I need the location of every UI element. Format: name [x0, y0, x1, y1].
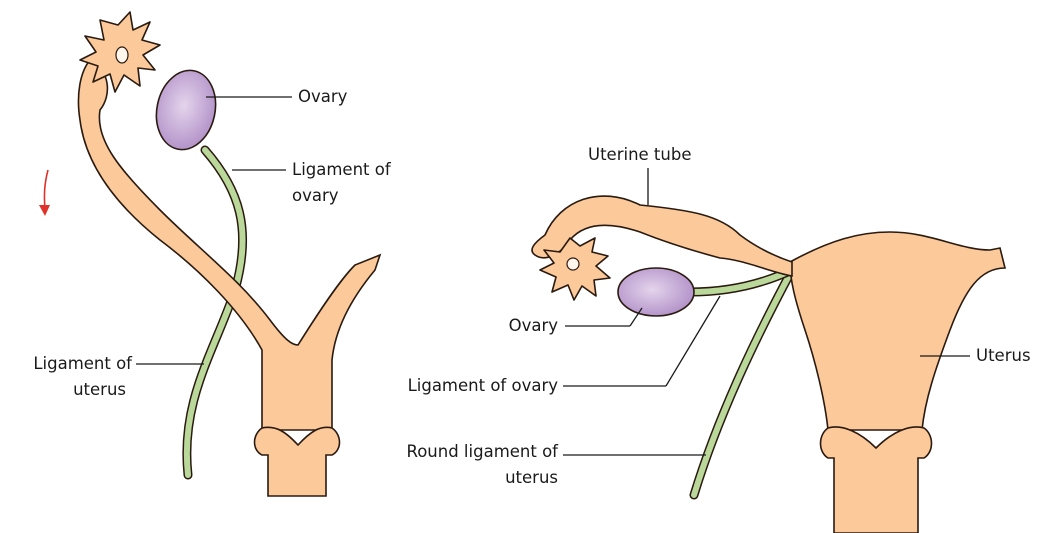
- right-figure: [532, 168, 1005, 533]
- left-cervix: [255, 427, 340, 496]
- label-left-ligament-of-ovary-2: ovary: [292, 184, 339, 208]
- uterus-body: [790, 232, 1005, 430]
- label-left-ovary: Ovary: [298, 85, 347, 109]
- label-left-ligament-of-uterus-1: Ligament of: [8, 352, 132, 376]
- label-right-ligament-of-ovary: Ligament of ovary: [370, 374, 558, 398]
- red-arrow: [44, 170, 48, 210]
- label-right-ovary: Ovary: [478, 314, 558, 338]
- label-uterus: Uterus: [976, 344, 1031, 368]
- label-left-ligament-of-ovary-1: Ligament of: [292, 158, 391, 182]
- right-cervix: [821, 427, 932, 533]
- label-round-ligament-2: uterus: [362, 466, 558, 490]
- label-left-ligament-of-uterus-2: uterus: [8, 378, 126, 402]
- label-round-ligament-1: Round ligament of: [362, 440, 558, 464]
- left-ovary: [149, 65, 222, 155]
- right-ovary: [618, 268, 694, 316]
- label-uterine-tube: Uterine tube: [588, 143, 691, 167]
